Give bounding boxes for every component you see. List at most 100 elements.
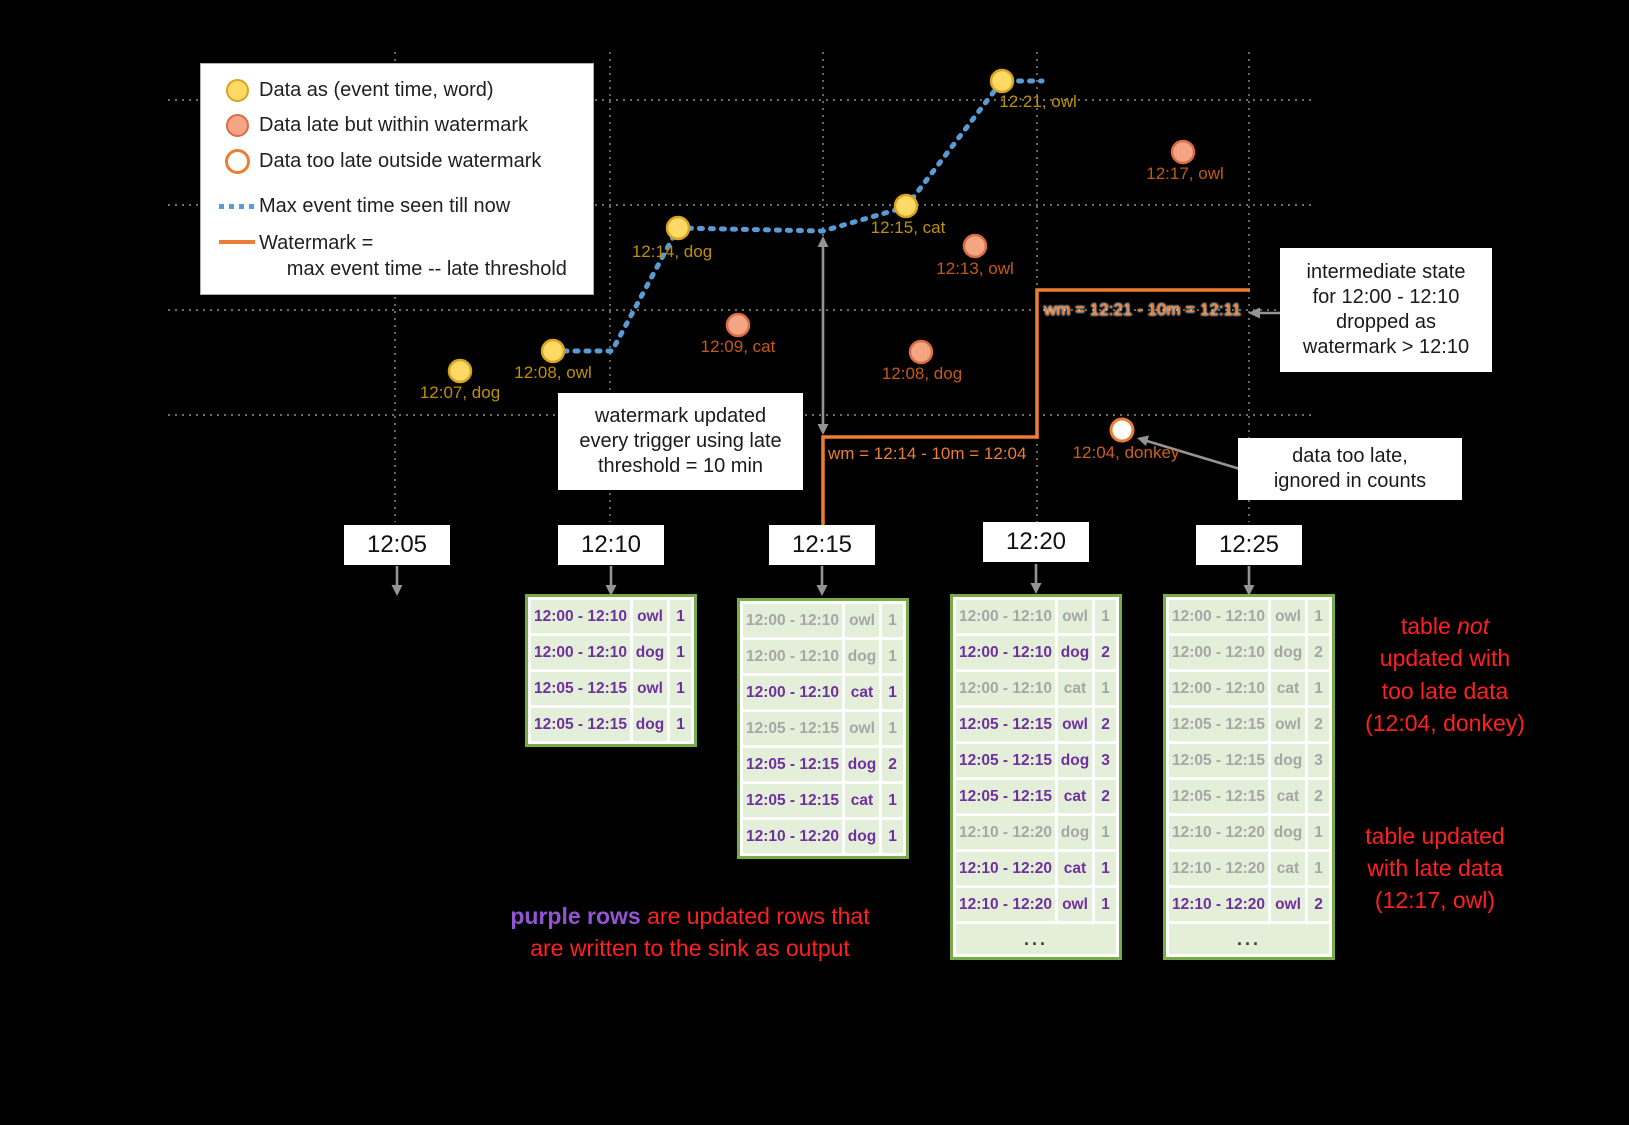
cell-count: 1 bbox=[882, 640, 903, 673]
data-point-12-14-dog bbox=[665, 215, 691, 241]
annotation-purple-rows: purple rows are updated rows that are wr… bbox=[478, 868, 902, 965]
legend-item-ontime: Data as (event time, word) bbox=[215, 79, 587, 102]
data-point-label-12-13-owl: 12:13, owl bbox=[936, 259, 1014, 278]
cell-window: 12:05 - 12:15 bbox=[1169, 744, 1268, 777]
legend-item-toolate: Data too late outside watermark bbox=[215, 149, 587, 174]
toolate-dot-icon bbox=[215, 149, 259, 174]
cell-count: 3 bbox=[1308, 744, 1329, 777]
cell-window: 12:05 - 12:15 bbox=[743, 748, 842, 781]
cell-count: 1 bbox=[670, 708, 691, 741]
data-point-label-12-14-dog: 12:14, dog bbox=[631, 242, 713, 261]
cell-window: 12:10 - 12:20 bbox=[743, 820, 842, 853]
arrowhead-down-icon bbox=[1243, 585, 1255, 596]
data-point-12-17-owl bbox=[1170, 139, 1196, 165]
watermark-line bbox=[821, 288, 1250, 527]
cell-count: 1 bbox=[882, 604, 903, 637]
time-label-1210: 12:10 bbox=[558, 525, 664, 565]
cell-word: cat bbox=[845, 676, 879, 709]
cell-word: cat bbox=[1271, 780, 1305, 813]
cell-word: owl bbox=[1058, 600, 1092, 633]
cell-count: 2 bbox=[1308, 888, 1329, 921]
cell-count: 3 bbox=[1095, 744, 1116, 777]
cell-word: owl bbox=[1058, 708, 1092, 741]
cell-window: 12:05 - 12:15 bbox=[1169, 780, 1268, 813]
cell-word: cat bbox=[1058, 852, 1092, 885]
data-point-12-08-dog bbox=[908, 339, 934, 365]
callout-data-too-late: data too late, ignored in counts bbox=[1238, 438, 1462, 500]
annotation-not-updated: table not updated with too late data (12… bbox=[1340, 578, 1550, 739]
cell-count: 2 bbox=[882, 748, 903, 781]
cell-word: dog bbox=[1058, 816, 1092, 849]
cell-count: 2 bbox=[1308, 636, 1329, 669]
cell-word: cat bbox=[1271, 672, 1305, 705]
data-point-12-21-owl bbox=[989, 68, 1015, 94]
cell-window: 12:05 - 12:15 bbox=[743, 784, 842, 817]
watermark-value-label-2: wm = 12:21 - 10m = 12:11 bbox=[1044, 300, 1242, 319]
cell-window: 12:10 - 12:20 bbox=[1169, 888, 1268, 921]
cell-window: 12:05 - 12:15 bbox=[956, 780, 1055, 813]
data-point-12-15-cat bbox=[893, 193, 919, 219]
cell-window: 12:00 - 12:10 bbox=[531, 600, 630, 633]
cell-word: cat bbox=[1271, 852, 1305, 885]
annotation-text: table bbox=[1400, 613, 1458, 640]
cell-count: 1 bbox=[882, 820, 903, 853]
time-label-1205: 12:05 bbox=[344, 525, 450, 565]
cell-word: owl bbox=[845, 604, 879, 637]
cell-count: 1 bbox=[1308, 816, 1329, 849]
cell-word: dog bbox=[633, 708, 667, 741]
max-event-line-icon bbox=[215, 204, 259, 209]
cell-count: 2 bbox=[1095, 708, 1116, 741]
cell-word: dog bbox=[1271, 744, 1305, 777]
legend-item-watermark: Watermark = max event time -- late thres… bbox=[215, 230, 587, 282]
watermark-line-icon bbox=[215, 230, 259, 244]
data-point-label-12-08-dog: 12:08, dog bbox=[881, 364, 963, 383]
time-label-1220: 12:20 bbox=[983, 522, 1089, 562]
cell-window: 12:00 - 12:10 bbox=[1169, 636, 1268, 669]
cell-word: owl bbox=[1058, 888, 1092, 921]
cell-window: 12:05 - 12:15 bbox=[956, 744, 1055, 777]
cell-count: 2 bbox=[1095, 636, 1116, 669]
data-point-label-12-09-cat: 12:09, cat bbox=[700, 337, 776, 356]
data-point-12-04-donkey bbox=[1109, 417, 1135, 443]
cell-window: 12:10 - 12:20 bbox=[956, 816, 1055, 849]
cell-count: 1 bbox=[882, 784, 903, 817]
legend-label-max-event: Max event time seen till now bbox=[259, 195, 511, 217]
cell-word: dog bbox=[1058, 744, 1092, 777]
annotation-text: are updated rows that are written to the… bbox=[530, 903, 870, 962]
ontime-dot-icon bbox=[215, 79, 259, 102]
cell-word: cat bbox=[1058, 672, 1092, 705]
cell-word: owl bbox=[1271, 708, 1305, 741]
data-point-12-08-owl bbox=[540, 338, 566, 364]
cell-count: 1 bbox=[1308, 672, 1329, 705]
ellipsis-row: ... bbox=[956, 924, 1116, 954]
cell-word: owl bbox=[845, 712, 879, 745]
legend-item-late: Data late but within watermark bbox=[215, 114, 587, 137]
arrow-annotations bbox=[391, 236, 1281, 596]
cell-window: 12:05 - 12:15 bbox=[531, 672, 630, 705]
time-label-1225: 12:25 bbox=[1196, 525, 1302, 565]
cell-count: 2 bbox=[1308, 708, 1329, 741]
cell-count: 1 bbox=[670, 672, 691, 705]
cell-word: owl bbox=[633, 600, 667, 633]
data-point-label-12-07-dog: 12:07, dog bbox=[419, 383, 501, 402]
callout-intermediate-state: intermediate state for 12:00 - 12:10 dro… bbox=[1280, 248, 1492, 372]
cell-window: 12:05 - 12:15 bbox=[743, 712, 842, 745]
cell-count: 1 bbox=[1308, 852, 1329, 885]
annotation-updated-late: table updated with late data (12:17, owl… bbox=[1365, 823, 1505, 914]
arrowhead-up-icon bbox=[817, 236, 829, 247]
ellipsis-row: ... bbox=[1169, 924, 1329, 954]
